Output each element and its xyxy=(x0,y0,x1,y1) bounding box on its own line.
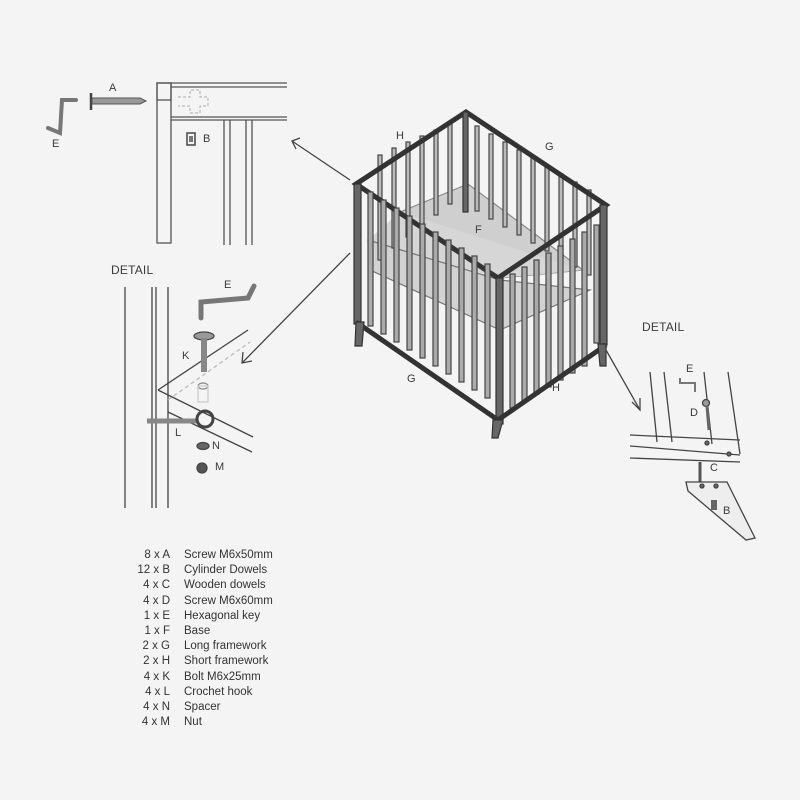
part-qty: 12 x B xyxy=(137,564,170,577)
part-name: Bolt M6x25mm xyxy=(184,670,261,683)
parts-row: 2 x G Long framework xyxy=(112,639,273,654)
label-e-left: E xyxy=(224,279,232,291)
label-b-right: B xyxy=(723,505,731,517)
parts-row: 4 x M Nut xyxy=(112,715,273,730)
label-c: C xyxy=(710,462,718,474)
parts-row: 1 x E Hexagonal key xyxy=(112,609,273,624)
parts-row: 4 x N Spacer xyxy=(112,700,273,715)
part-qty: 4 x D xyxy=(143,594,170,607)
label-e: E xyxy=(52,138,60,150)
part-qty: 8 x A xyxy=(144,549,170,561)
label-n: N xyxy=(212,440,220,452)
part-qty: 4 x N xyxy=(143,701,170,714)
part-name: Long framework xyxy=(184,640,267,653)
crib-illustration xyxy=(351,109,611,439)
arrows xyxy=(241,137,641,412)
label-g-bottom: G xyxy=(407,373,416,385)
leg-detail xyxy=(629,371,756,541)
part-name: Cylinder Dowels xyxy=(184,564,268,577)
part-name: Crochet hook xyxy=(184,685,253,698)
label-e-right: E xyxy=(686,363,694,375)
parts-row: 4 x L Crochet hook xyxy=(112,685,273,700)
label-k: K xyxy=(182,350,190,362)
right-detail-title: DETAIL xyxy=(642,320,685,334)
part-name: Screw M6x50mm xyxy=(184,549,273,561)
part-qty: 4 x L xyxy=(145,685,170,698)
label-h-top: H xyxy=(396,130,404,142)
parts-row: 4 x D Screw M6x60mm xyxy=(112,594,273,609)
parts-row: 1 x F Base xyxy=(112,624,273,639)
left-detail-title: DETAIL xyxy=(111,263,154,277)
parts-row: 12 x B Cylinder Dowels xyxy=(112,563,273,578)
parts-row: 2 x H Short framework xyxy=(112,654,273,669)
part-name: Spacer xyxy=(184,701,221,714)
label-a: A xyxy=(109,82,117,94)
part-qty: 4 x C xyxy=(143,579,170,592)
part-qty: 1 x E xyxy=(143,609,170,622)
part-qty: 2 x G xyxy=(142,640,170,653)
part-qty: 4 x M xyxy=(141,716,170,729)
parts-row: 8 x A Screw M6x50mm xyxy=(112,548,273,563)
label-g-top: G xyxy=(545,141,554,153)
parts-list: 8 x A Screw M6x50mm 12 x B Cylinder Dowels… xyxy=(112,548,273,730)
parts-row: 4 x K Bolt M6x25mm xyxy=(112,670,273,685)
hook-bolt-detail xyxy=(124,283,257,508)
label-l: L xyxy=(175,427,182,439)
label-m: M xyxy=(215,461,225,473)
part-name: Wooden dowels xyxy=(184,579,266,592)
part-name: Short framework xyxy=(184,655,269,668)
corner-joint-detail xyxy=(46,82,287,245)
part-qty: 1 x F xyxy=(144,625,170,638)
part-qty: 2 x H xyxy=(143,655,170,668)
label-b: B xyxy=(203,133,211,145)
label-h-bottom: H xyxy=(552,382,560,394)
part-name: Screw M6x60mm xyxy=(184,594,273,607)
part-name: Hexagonal key xyxy=(184,609,261,622)
part-name: Nut xyxy=(184,716,202,729)
label-f: F xyxy=(475,224,482,236)
parts-row: 4 x C Wooden dowels xyxy=(112,578,273,593)
part-name: Base xyxy=(184,625,211,638)
part-qty: 4 x K xyxy=(143,670,170,683)
label-d: D xyxy=(690,407,698,419)
